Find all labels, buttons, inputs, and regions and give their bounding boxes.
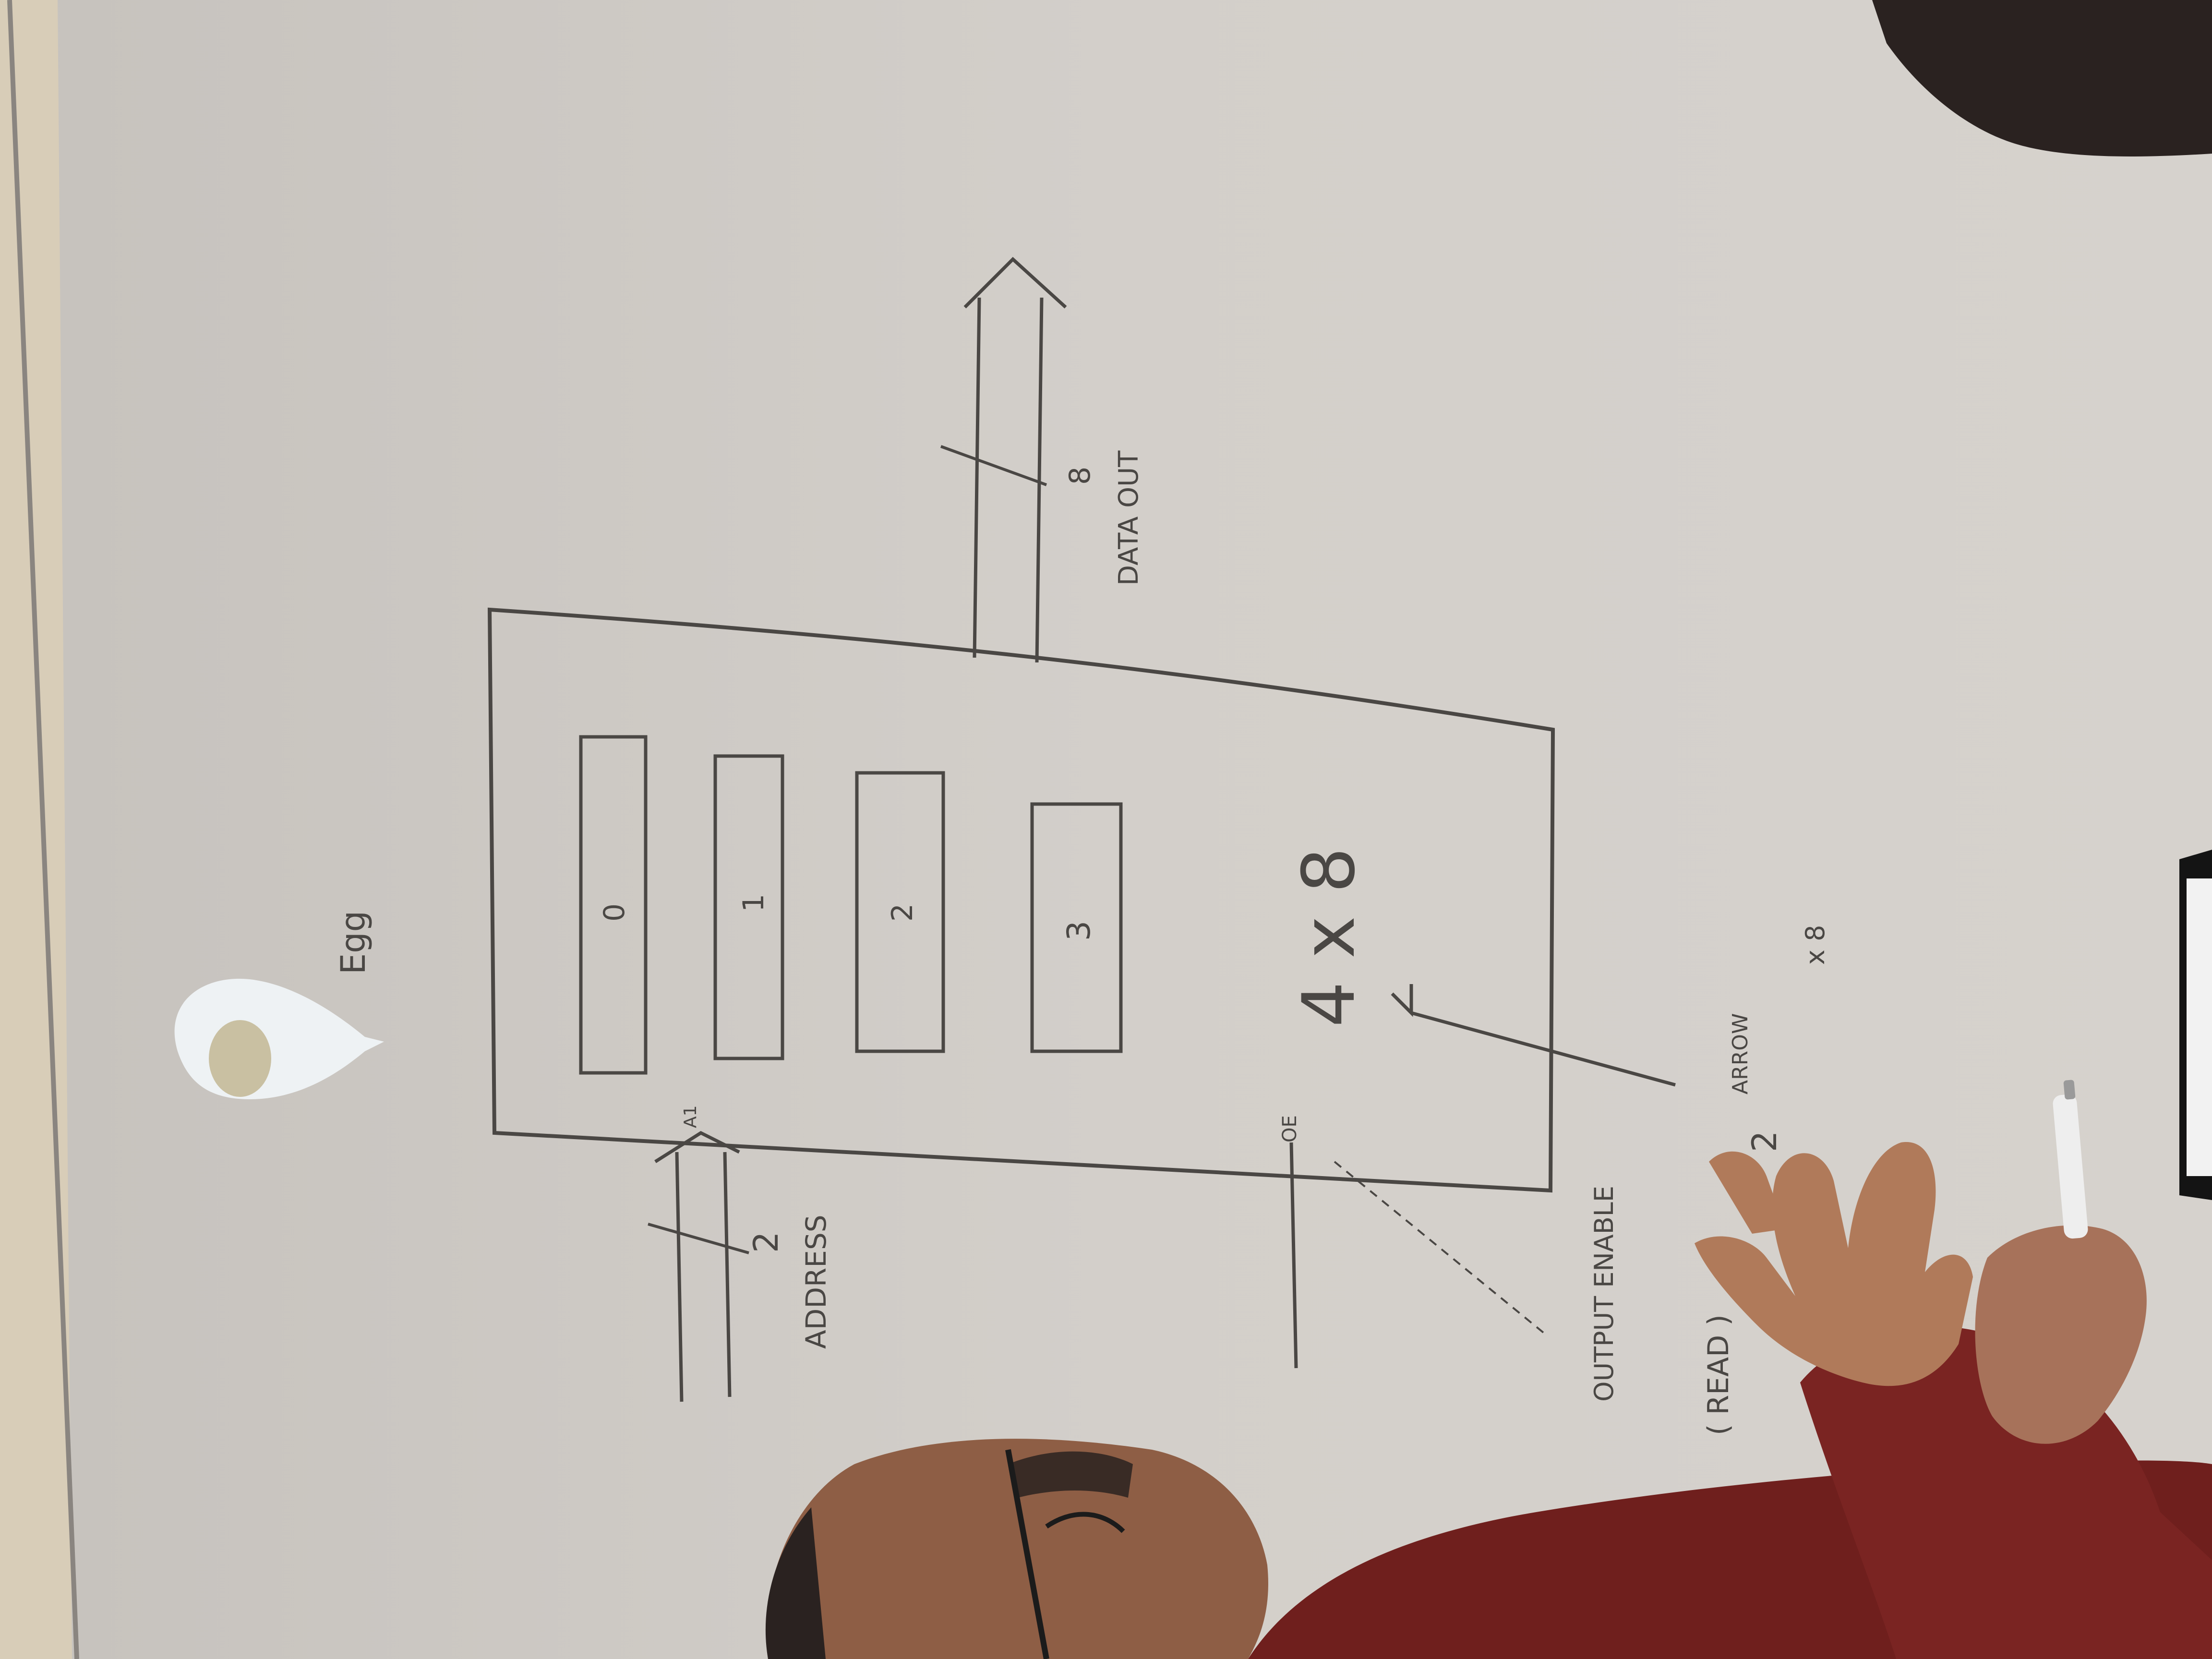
data-out-bus-arrow [940, 257, 1067, 663]
data-out-label: DATA OUT [1113, 450, 1144, 586]
row-label: 0 [598, 903, 631, 922]
size-label: 4 x 8 [1287, 847, 1371, 1027]
mark-2-label: 2 [1745, 1130, 1784, 1152]
oe-label: OE [1279, 1115, 1301, 1142]
address-width-label: 2 [746, 1231, 786, 1253]
memory-row-1: 1 [713, 754, 784, 1060]
projection-label: Egg [334, 911, 373, 974]
address-bus-arrow [648, 1130, 749, 1402]
arrow-label: ARROW [1728, 1013, 1753, 1094]
dark-object-highlight [2187, 878, 2212, 1176]
person-hand-marker [1975, 1225, 2147, 1444]
person-hand [1695, 1142, 1973, 1386]
person-sleeve [1800, 1326, 2212, 1659]
oe-line [1289, 1142, 1298, 1369]
row-label: 1 [737, 894, 770, 912]
output-enable-label: OUTPUT ENABLE [1589, 1186, 1619, 1402]
address-label: ADDRESS [800, 1214, 832, 1349]
read-label: ( READ ) [1702, 1314, 1735, 1435]
a1-label: A1 [681, 1105, 700, 1128]
whiteboard-frame-line [7, 0, 79, 1659]
whiteboard-frame-edge [0, 0, 72, 1659]
memory-row-0: 0 [579, 735, 648, 1075]
marker-pen [2053, 1080, 2088, 1239]
row-label: 2 [886, 903, 919, 922]
row-label: 3 [1060, 921, 1097, 941]
person-head [765, 1439, 1268, 1659]
memory-row-2: 2 [855, 771, 945, 1053]
memory-block-outline [487, 607, 1555, 1193]
hair-top-right [1872, 0, 2212, 156]
fried-egg-icon [174, 978, 384, 1099]
data-width-label: 8 [1063, 467, 1097, 485]
times-label: x 8 [1800, 925, 1830, 965]
memory-row-3: 3 [1030, 802, 1123, 1053]
arrow-pointer [1391, 984, 1676, 1087]
